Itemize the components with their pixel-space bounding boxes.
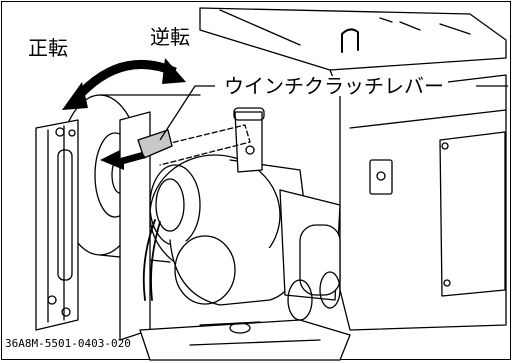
side-bracket [369, 159, 393, 195]
motor-lower-cap [174, 235, 236, 305]
base-slot [229, 322, 251, 334]
right-body-face [349, 109, 507, 129]
left-frame [35, 119, 79, 331]
left-bolt-3 [47, 295, 57, 305]
right-bolt-2 [443, 279, 451, 287]
lever-alt-position [149, 124, 251, 166]
cover-handle [341, 28, 359, 53]
left-bolt-1 [55, 127, 65, 137]
rotation-arc [71, 60, 177, 103]
rotation-arrowhead-left [62, 82, 88, 110]
base-plate [139, 319, 351, 361]
forward-rotation-label: 正転 [28, 36, 68, 60]
cable [142, 219, 161, 301]
lever-leader-line [159, 85, 215, 141]
left-bolt-2 [68, 129, 76, 137]
column-bolt [245, 145, 255, 155]
lever-column-top [233, 107, 265, 121]
right-body-panel [439, 131, 506, 297]
side-bracket-bolt [376, 171, 386, 181]
roller-2 [319, 271, 341, 309]
right-bolt-1 [441, 142, 449, 150]
cover-ridges [379, 17, 471, 35]
roller-1 [287, 279, 313, 321]
base-detail [189, 321, 321, 346]
rotation-arrowhead-right [162, 58, 186, 84]
left-bolt-4 [61, 307, 71, 317]
engage-arrow [100, 150, 146, 170]
left-post [57, 149, 73, 281]
top-cover [199, 7, 507, 71]
winch-clutch-lever-label: ウインチクラッチレバー [220, 76, 448, 96]
motor-end-inner [155, 178, 185, 232]
motor-lower [169, 239, 297, 306]
figure-code: 36A8M-5501-0403-020 [5, 337, 131, 350]
reverse-rotation-label: 逆転 [150, 25, 190, 49]
left-frame-inner [47, 125, 65, 323]
